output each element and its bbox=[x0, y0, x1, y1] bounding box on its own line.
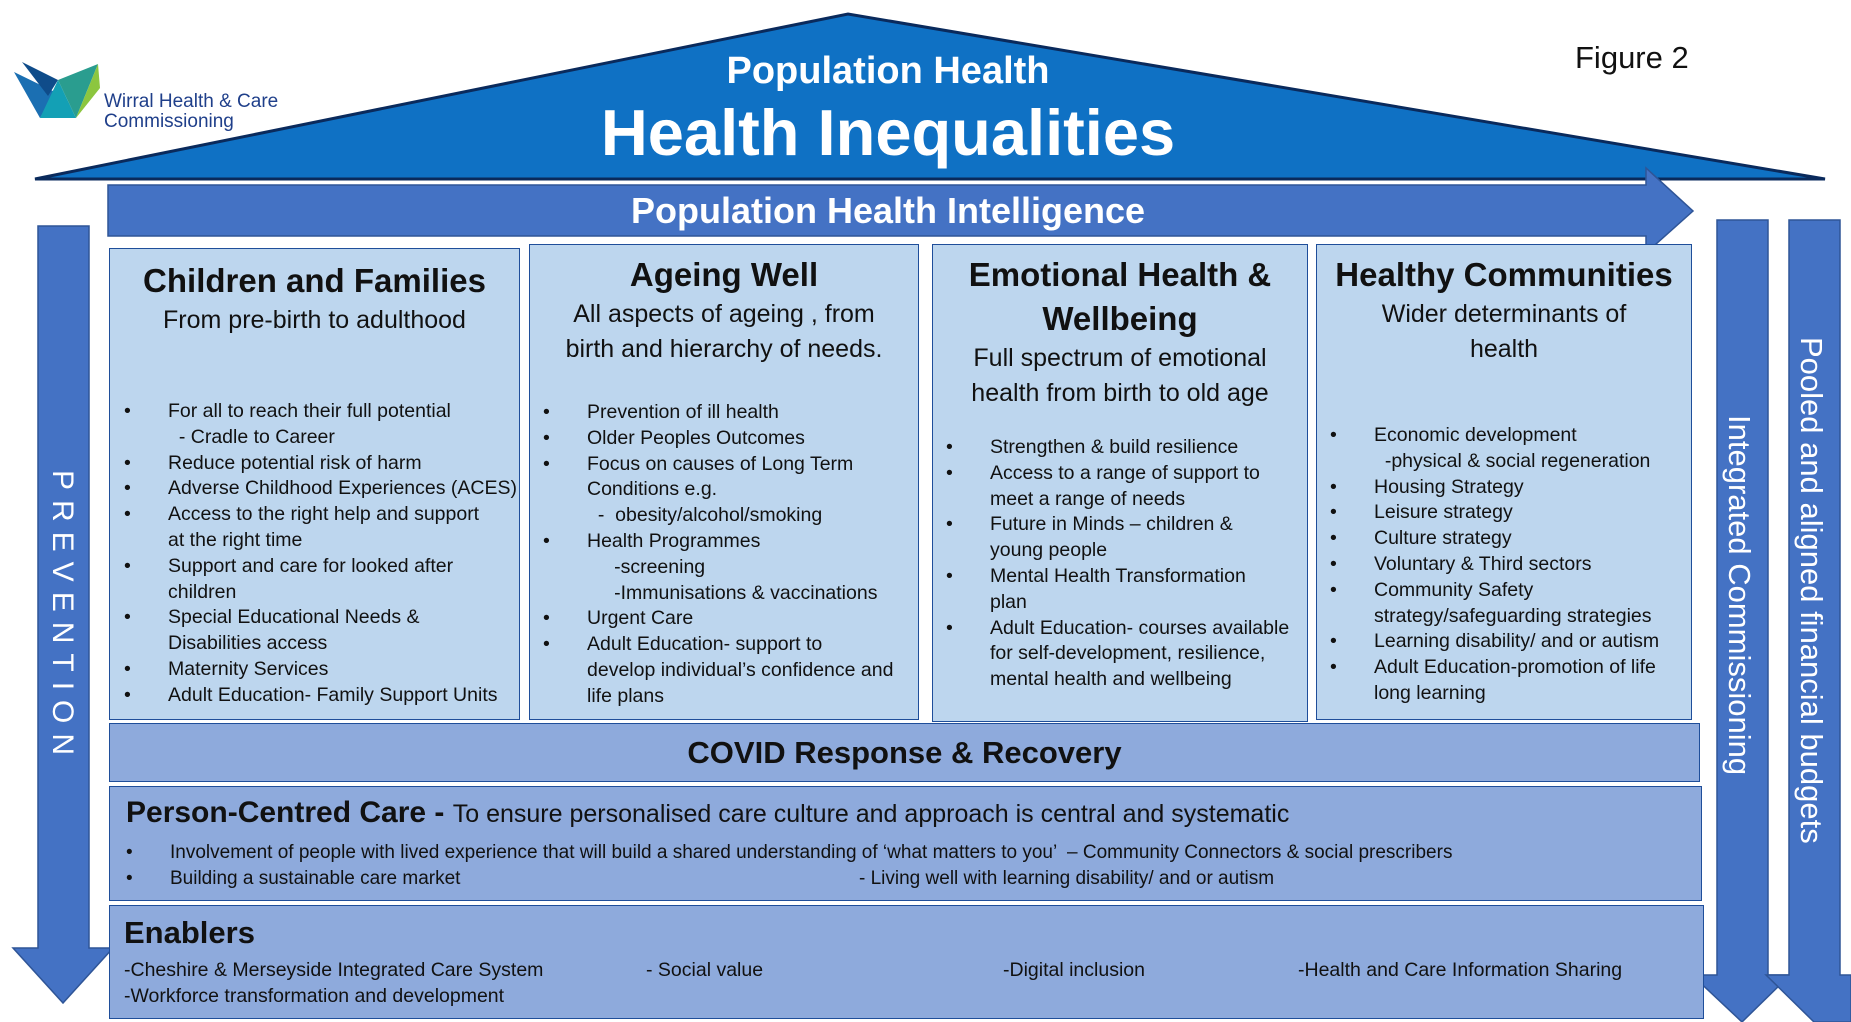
column-children-families: Children and Families From pre-birth to … bbox=[109, 248, 520, 720]
list-item: Voluntary & Third sectors bbox=[1330, 552, 1659, 578]
list-item: for self-development, resilience, bbox=[990, 642, 1266, 665]
column-ageing-well: Ageing Well All aspects of ageing , from… bbox=[529, 244, 919, 720]
list-item: children bbox=[168, 580, 237, 603]
list-item: Learning disability/ and or autism bbox=[1330, 629, 1659, 655]
column-subtitle-line1: Wider determinants of bbox=[1381, 300, 1627, 328]
list-item: Access to a range of support to bbox=[946, 461, 1289, 487]
logo-line2: Commissioning bbox=[104, 111, 234, 132]
column-healthy-communities: Healthy Communities Wider determinants o… bbox=[1316, 244, 1692, 720]
column-emotional-health: Emotional Health & Wellbeing Full spectr… bbox=[932, 244, 1308, 722]
enabler-item: -Workforce transformation and developmen… bbox=[124, 985, 505, 1007]
prevention-arrow bbox=[11, 225, 115, 1005]
list-item: plan bbox=[990, 590, 1027, 613]
list-item: Leisure strategy bbox=[1330, 500, 1659, 526]
list-item: Urgent Care bbox=[543, 606, 893, 632]
list-item: Adverse Childhood Experiences (ACES) bbox=[124, 476, 517, 502]
list-item: long learning bbox=[1374, 681, 1486, 704]
column-list: For all to reach their full potential - … bbox=[124, 399, 517, 709]
person-centred-list: Involvement of people with lived experie… bbox=[126, 840, 1452, 892]
list-item: meet a range of needs bbox=[990, 487, 1186, 510]
enabler-item: -Digital inclusion bbox=[1003, 959, 1145, 981]
list-item: Involvement of people with lived experie… bbox=[126, 840, 1452, 866]
covid-band: COVID Response & Recovery bbox=[109, 723, 1700, 782]
column-title: Ageing Well bbox=[629, 256, 819, 293]
list-item: strategy/safeguarding strategies bbox=[1374, 604, 1652, 627]
covid-label: COVID Response & Recovery bbox=[687, 735, 1122, 770]
person-centred-subtitle: To ensure personalised care culture and … bbox=[452, 800, 1290, 828]
column-list: Strengthen & build resilienceAccess to a… bbox=[946, 435, 1289, 693]
list-item: -physical & social regeneration bbox=[1374, 449, 1651, 472]
list-item: Building a sustainable care market - Livi… bbox=[126, 866, 1452, 892]
intelligence-arrow bbox=[107, 166, 1695, 255]
commissioning-arrow bbox=[1690, 219, 1792, 1022]
list-item: - obesity/alcohol/smoking bbox=[587, 504, 823, 527]
list-item: Older Peoples Outcomes bbox=[543, 426, 893, 452]
logo-mark bbox=[14, 62, 100, 118]
column-subtitle-line2: health from birth to old age bbox=[971, 379, 1269, 407]
list-item: Adult Education- Family Support Units bbox=[124, 683, 517, 709]
list-item: Disabilities access bbox=[168, 632, 328, 655]
list-item: young people bbox=[990, 539, 1108, 562]
enablers-title: Enablers bbox=[124, 915, 255, 950]
list-item: Support and care for looked after bbox=[124, 554, 517, 580]
budgets-arrow bbox=[1764, 219, 1851, 1022]
list-item: Adult Education- courses available bbox=[946, 616, 1289, 642]
list-item: mental health and wellbeing bbox=[990, 668, 1232, 691]
column-title: Healthy Communities bbox=[1335, 256, 1673, 293]
list-item: - Cradle to Career bbox=[168, 425, 335, 448]
person-centred-care-band: Person-Centred Care - To ensure personal… bbox=[109, 786, 1702, 901]
list-item: at the right time bbox=[168, 528, 303, 551]
roof-subtitle: Population Health bbox=[726, 50, 1050, 92]
list-item: For all to reach their full potential bbox=[124, 399, 517, 425]
column-title: Children and Families bbox=[143, 262, 486, 299]
list-item: Prevention of ill health bbox=[543, 400, 893, 426]
prevention-label: PREVENTION bbox=[46, 470, 79, 766]
column-subtitle-line1: Full spectrum of emotional bbox=[973, 344, 1267, 372]
list-item-part: - Living well with learning disability/ … bbox=[859, 868, 1275, 889]
enabler-item: -Cheshire & Merseyside Integrated Care S… bbox=[124, 959, 544, 981]
logo-line1: Wirral Health & Care bbox=[104, 91, 279, 112]
roof-title: Health Inequalities bbox=[600, 96, 1176, 169]
list-item: Adult Education-promotion of life bbox=[1330, 655, 1659, 681]
list-item: Conditions e.g. bbox=[587, 478, 718, 501]
column-list: Prevention of ill healthOlder Peoples Ou… bbox=[543, 400, 893, 710]
column-list: Economic development -physical & social … bbox=[1330, 423, 1659, 707]
list-item: Housing Strategy bbox=[1330, 475, 1659, 501]
list-item: Access to the right help and support bbox=[124, 502, 517, 528]
column-subtitle-line2: birth and hierarchy of needs. bbox=[565, 335, 883, 363]
enabler-item: -Health and Care Information Sharing bbox=[1298, 959, 1623, 981]
column-title-line1: Emotional Health & bbox=[968, 256, 1272, 293]
list-item: Strengthen & build resilience bbox=[946, 435, 1289, 461]
person-centred-title: Person-Centred Care - bbox=[126, 796, 453, 829]
enablers-band: Enablers -Cheshire & Merseyside Integrat… bbox=[109, 905, 1704, 1019]
list-item: Adult Education- support to bbox=[543, 632, 893, 658]
figure-label: Figure 2 bbox=[1575, 40, 1689, 75]
intelligence-label: Population Health Intelligence bbox=[630, 190, 1146, 231]
logo-text: Wirral Health & Care Commissioning bbox=[104, 92, 278, 132]
list-item: -screening bbox=[587, 555, 706, 578]
list-item: Mental Health Transformation bbox=[946, 564, 1289, 590]
list-item: Health Programmes bbox=[543, 529, 893, 555]
commissioning-label: Integrated Commissioning bbox=[1722, 415, 1757, 776]
column-subtitle-line2: health bbox=[1469, 335, 1539, 363]
list-item: -Immunisations & vaccinations bbox=[587, 581, 878, 604]
column-subtitle: From pre-birth to adulthood bbox=[163, 306, 466, 334]
list-item: develop individual’s confidence and bbox=[587, 658, 894, 681]
enabler-item: - Social value bbox=[646, 959, 764, 981]
column-title-line2: Wellbeing bbox=[1042, 300, 1198, 337]
roof-shape bbox=[34, 12, 1826, 181]
list-item: life plans bbox=[587, 684, 664, 707]
list-item: Special Educational Needs & bbox=[124, 605, 517, 631]
list-item: Future in Minds – children & bbox=[946, 512, 1289, 538]
list-item: Economic development bbox=[1330, 423, 1659, 449]
list-item: Reduce potential risk of harm bbox=[124, 451, 517, 477]
list-item: Maternity Services bbox=[124, 657, 517, 683]
list-item-part: Building a sustainable care market bbox=[170, 868, 461, 889]
list-item: Culture strategy bbox=[1330, 526, 1659, 552]
list-item: Community Safety bbox=[1330, 578, 1659, 604]
budgets-label: Pooled and aligned financial budgets bbox=[1794, 337, 1829, 844]
list-item: Focus on causes of Long Term bbox=[543, 452, 893, 478]
column-subtitle-line1: All aspects of ageing , from bbox=[573, 300, 875, 328]
